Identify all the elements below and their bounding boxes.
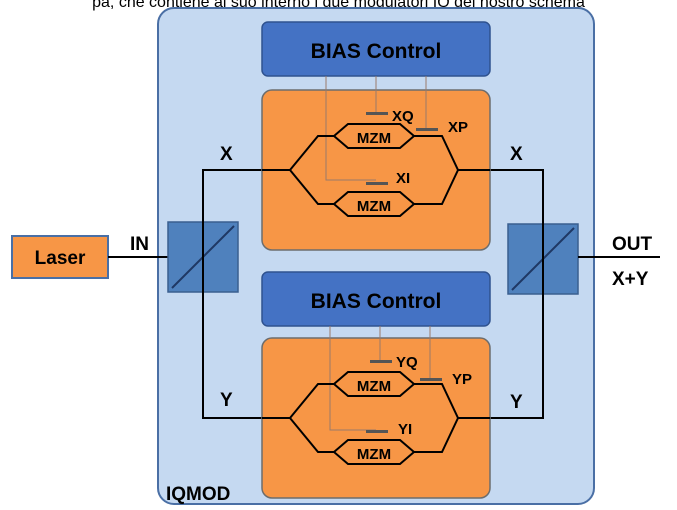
mzm-yi-label: MZM bbox=[357, 446, 391, 463]
electrode-yq bbox=[370, 360, 392, 363]
y-in-label: Y bbox=[220, 390, 233, 411]
mzm-yq bbox=[332, 371, 416, 397]
mzm-xq-label: MZM bbox=[357, 130, 391, 147]
out-sum-label: X+Y bbox=[612, 269, 649, 290]
xq-label: XQ bbox=[392, 108, 414, 125]
yq-label: YQ bbox=[396, 354, 418, 371]
mzm-xi bbox=[332, 191, 416, 217]
electrode-yi bbox=[366, 430, 388, 433]
mzm-xi-label: MZM bbox=[357, 198, 391, 215]
bias-control-bottom bbox=[261, 271, 491, 327]
mzm-yi bbox=[332, 439, 416, 465]
laser-label: Laser bbox=[35, 248, 86, 269]
bias-control-bottom-label: BIAS Control bbox=[311, 290, 442, 313]
electrode-xq bbox=[366, 112, 388, 115]
x-out-label: X bbox=[510, 144, 523, 165]
x-input-wire bbox=[202, 169, 262, 257]
x-in-label: X bbox=[220, 144, 233, 165]
yi-label: YI bbox=[398, 421, 412, 438]
laser-block bbox=[11, 235, 109, 279]
xi-label: XI bbox=[396, 170, 410, 187]
electrode-xi bbox=[366, 182, 388, 185]
bias-line-xi bbox=[325, 76, 376, 181]
bias-control-top-label: BIAS Control bbox=[311, 40, 442, 63]
iqmod-label: IQMOD bbox=[166, 484, 230, 505]
mzm-yq-label: MZM bbox=[357, 378, 391, 395]
electrode-xp bbox=[416, 128, 438, 131]
xp-label: XP bbox=[448, 119, 468, 136]
caption-text: pa, che contiene al suo interno i due mo… bbox=[92, 0, 585, 11]
y-input-wire bbox=[202, 257, 262, 419]
in-label: IN bbox=[130, 234, 149, 255]
yp-label: YP bbox=[452, 371, 472, 388]
y-output-wire bbox=[490, 257, 544, 419]
out-label: OUT bbox=[612, 234, 653, 255]
mzm-xq bbox=[332, 123, 416, 149]
bias-line-yi bbox=[329, 326, 376, 431]
y-out-label: Y bbox=[510, 392, 523, 413]
electrode-yp bbox=[420, 378, 442, 381]
x-output-wire bbox=[490, 169, 544, 257]
